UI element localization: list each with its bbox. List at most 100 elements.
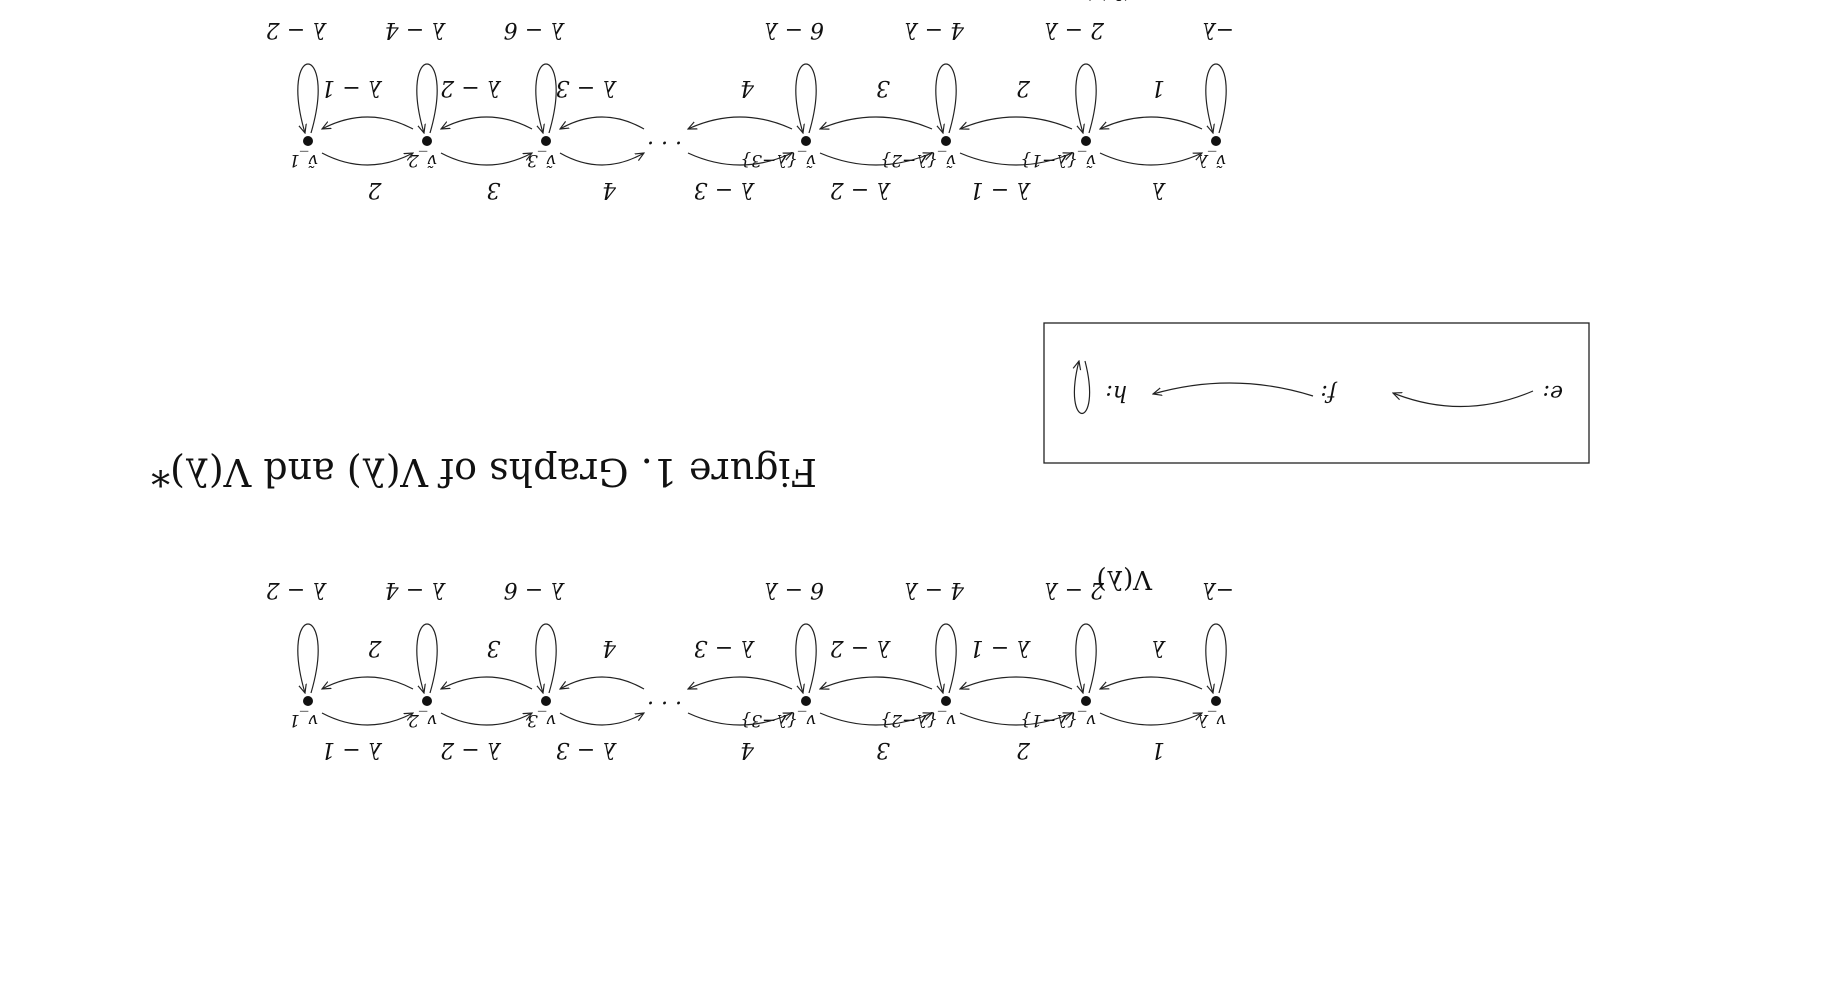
top-loop [1075, 63, 1097, 133]
bottom-loop [297, 623, 319, 693]
top-edge-lower-label: 3 [876, 75, 890, 100]
top-loop-label: λ − 4 [385, 17, 446, 42]
bottom-edge-upper [687, 713, 792, 726]
top-edge-upper-label: λ [1151, 177, 1166, 202]
bottom-edge-upper-label: λ − 1 [321, 737, 382, 762]
top-loop-label: 6 − λ [764, 17, 824, 42]
legend: e: f: h: [1043, 322, 1590, 464]
top-vertex [1081, 136, 1091, 146]
top-loop [1205, 63, 1227, 133]
bottom-vertex-label: v_{λ−2} [880, 710, 956, 730]
top-edge-lower [441, 116, 533, 129]
legend-box [1043, 322, 1590, 464]
legend-f-arrow [1153, 382, 1314, 397]
top-vertex-label: ṽ_{λ−1} [1020, 150, 1096, 170]
bottom-edge-lower [441, 676, 533, 689]
bottom-edge-lower-label: λ − 1 [970, 635, 1031, 660]
bottom-edge-upper [819, 713, 932, 726]
top-edge-upper [559, 153, 644, 166]
top-edge-lower-label: λ − 1 [321, 75, 382, 100]
bottom-vertex [801, 696, 811, 706]
top-edge-lower-label: 1 [1151, 75, 1165, 100]
bottom-edge-lower-label: 3 [487, 635, 501, 660]
bottom-edge-lower-label: 4 [602, 635, 617, 660]
top-loop-label: 2 − λ [1044, 17, 1105, 42]
bottom-edge-lower [820, 676, 933, 689]
bottom-ellipsis: · · · [647, 689, 682, 714]
legend-e-arrow [1393, 390, 1534, 408]
bottom-vertex-label: v_{λ−1} [1020, 710, 1096, 730]
bottom-loop-label: 6 − λ [764, 577, 824, 602]
top-edge-lower [960, 116, 1073, 129]
top-edge-upper [687, 153, 792, 166]
top-edge-upper-label: 4 [602, 177, 617, 202]
legend-e-label: e: [1543, 380, 1563, 405]
bottom-loop-label: λ − 4 [385, 577, 446, 602]
top-edge-upper-label: λ − 3 [694, 177, 755, 202]
bottom-vertex [941, 696, 951, 706]
top-vertex-label: ṽ_{λ−3} [740, 150, 816, 170]
bottom-edge-upper [559, 713, 644, 726]
top-vertex-label: ṽ_{λ−2} [880, 150, 956, 170]
bottom-loop [935, 623, 957, 693]
top-loop [416, 63, 438, 133]
top-loop-label: λ − 2 [266, 17, 327, 42]
top-edge-upper [959, 153, 1072, 166]
top-vertex-label: ṽ_2 [408, 150, 437, 170]
bottom-edge-upper [321, 713, 413, 726]
top-loop-label: −λ [1202, 17, 1234, 42]
top-edge-upper-label: λ − 2 [830, 177, 891, 202]
top-edge-upper-label: 2 [368, 177, 383, 202]
bottom-loop [1075, 623, 1097, 693]
top-loop-label: 4 − λ [904, 17, 965, 42]
legend-h-loop [1074, 361, 1091, 415]
top-edge-upper-label: λ − 1 [970, 177, 1031, 202]
top-vertex-label: ṽ_1 [289, 150, 318, 170]
bottom-edge-upper-label: 3 [876, 737, 890, 762]
bottom-loop-label: 2 − λ [1044, 577, 1105, 602]
top-loop [297, 63, 319, 133]
top-vertex [541, 136, 551, 146]
bottom-edge-lower-label: λ − 2 [830, 635, 891, 660]
bottom-vertex-label: v_1 [289, 710, 318, 730]
bottom-loop [1205, 623, 1227, 693]
top-edge-upper [1099, 153, 1202, 166]
bottom-edge-upper-label: 1 [1151, 737, 1165, 762]
top-vertex [801, 136, 811, 146]
top-loop [935, 63, 957, 133]
bottom-vertex [1081, 696, 1091, 706]
bottom-loop-label: 4 − λ [904, 577, 965, 602]
bottom-vertex [1211, 696, 1221, 706]
graph-v-lambda-dual: V(λ)*ṽ_λ−λṽ_{λ−1}2 − λṽ_{λ−2}4 − λṽ_{λ−3… [266, 0, 1234, 202]
top-vertex [303, 136, 313, 146]
top-edge-upper [321, 153, 413, 166]
bottom-edge-lower [960, 676, 1073, 689]
figure-caption: Figure 1. Graphs of V(λ) and V(λ)* [151, 450, 817, 494]
top-vertex [422, 136, 432, 146]
bottom-loop [795, 623, 817, 693]
legend-f-label: f: [1320, 380, 1338, 405]
top-edge-upper-label: 3 [487, 177, 501, 202]
top-loop [535, 63, 557, 133]
bottom-vertex [303, 696, 313, 706]
bottom-edge-lower-label: λ [1151, 635, 1166, 660]
bottom-graph-title: V(λ) [1096, 564, 1153, 594]
bottom-edge-lower [688, 676, 793, 689]
top-loop-label: λ − 6 [504, 17, 565, 42]
bottom-loop-label: −λ [1202, 577, 1234, 602]
top-edge-lower-label: 2 [1016, 75, 1031, 100]
bottom-edge-upper-label: λ − 3 [556, 737, 617, 762]
bottom-edge-upper [1099, 713, 1202, 726]
bottom-edge-lower-label: λ − 3 [694, 635, 755, 660]
bottom-edge-lower [1100, 676, 1203, 689]
top-edge-lower-label: 4 [740, 75, 755, 100]
bottom-loop-label: λ − 6 [504, 577, 565, 602]
top-graph-title: V(λ)* [1083, 0, 1153, 4]
top-edge-upper [819, 153, 932, 166]
bottom-vertex-label: v_{λ−3} [740, 710, 816, 730]
top-vertex-label: ṽ_3 [527, 150, 556, 170]
bottom-edge-lower-label: 2 [368, 635, 383, 660]
bottom-edge-upper [440, 713, 532, 726]
graph-v-lambda: V(λ)v_λ−λv_{λ−1}2 − λv_{λ−2}4 − λv_{λ−3}… [266, 564, 1234, 762]
